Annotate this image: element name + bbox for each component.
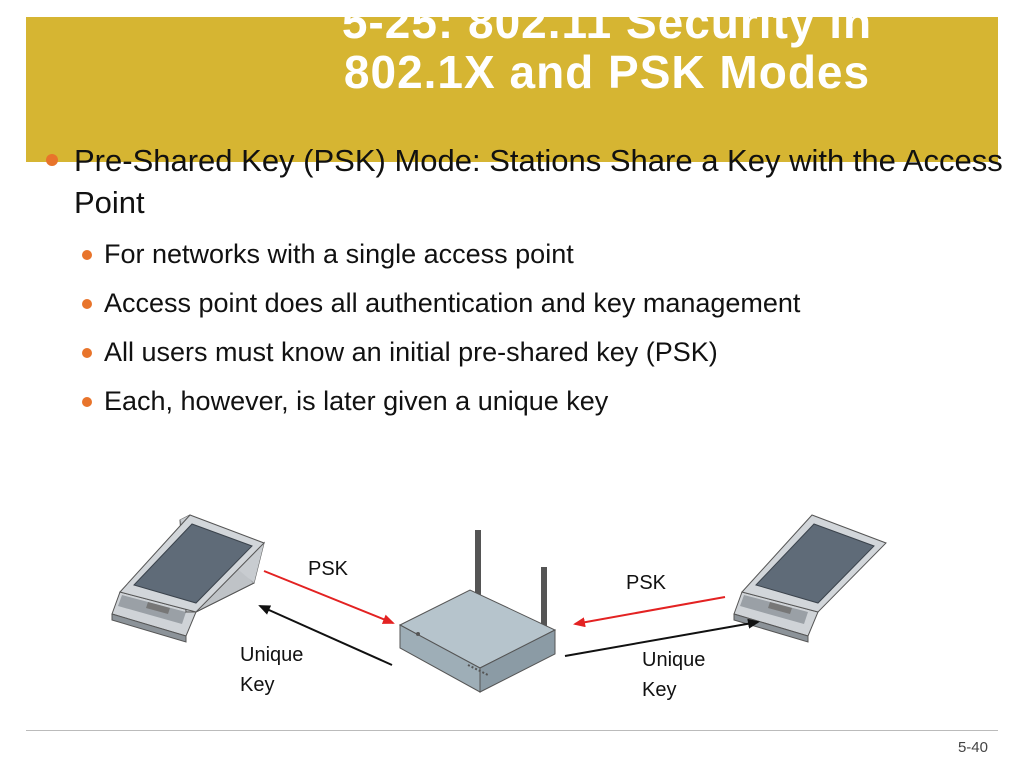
title-banner: 5-25: 802.11 Security in 802.1X and PSK … <box>26 17 998 162</box>
main-bullet: Pre-Shared Key (PSK) Mode: Stations Shar… <box>46 140 1006 224</box>
slide-content: Pre-Shared Key (PSK) Mode: Stations Shar… <box>46 140 1006 426</box>
left-unique-key-line-2: Key <box>240 674 275 696</box>
right-unique-key-label: Unique Key <box>642 645 705 705</box>
right-psk-label: PSK <box>626 572 667 594</box>
sub-bullet: For networks with a single access point <box>46 230 1006 279</box>
sub-bullet-text: For networks with a single access point <box>104 239 574 269</box>
footer-divider <box>26 730 998 731</box>
bullet-dot-icon <box>82 250 92 260</box>
sub-bullet: Each, however, is later given a unique k… <box>46 377 1006 426</box>
right-unique-key-line-1: Unique <box>642 649 706 671</box>
sub-bullet-list: For networks with a single access point … <box>46 230 1006 426</box>
bullet-dot-icon <box>46 154 58 166</box>
left-unique-key-line-1: Unique <box>240 644 304 666</box>
page-number: 5-40 <box>957 739 988 756</box>
sub-bullet-text: Access point does all authentication and… <box>104 288 801 318</box>
slide-title-line-1: 5-25: 802.11 Security in <box>341 17 873 48</box>
bullet-dot-icon <box>82 397 92 407</box>
sub-bullet-text: Each, however, is later given a unique k… <box>104 386 609 416</box>
sub-bullet: Access point does all authentication and… <box>46 279 1006 328</box>
left-laptop-icon <box>111 514 265 643</box>
right-psk-arrow <box>573 596 726 628</box>
sub-bullet-text: All users must know an initial pre-share… <box>104 337 718 367</box>
slide-title-line-2: 802.1X and PSK Modes <box>343 46 871 98</box>
sub-bullet: All users must know an initial pre-share… <box>46 328 1006 377</box>
access-point-icon <box>398 530 557 693</box>
bullet-dot-icon <box>82 299 92 309</box>
main-bullet-text: Pre-Shared Key (PSK) Mode: Stations Shar… <box>74 143 1003 220</box>
left-unique-key-label: Unique Key <box>240 640 303 700</box>
right-unique-key-line-2: Key <box>642 679 677 701</box>
slide-title: 5-25: 802.11 Security in 802.1X and PSK … <box>26 17 998 97</box>
left-psk-label: PSK <box>308 558 349 580</box>
bullet-dot-icon <box>82 348 92 358</box>
right-laptop-icon <box>733 514 887 643</box>
